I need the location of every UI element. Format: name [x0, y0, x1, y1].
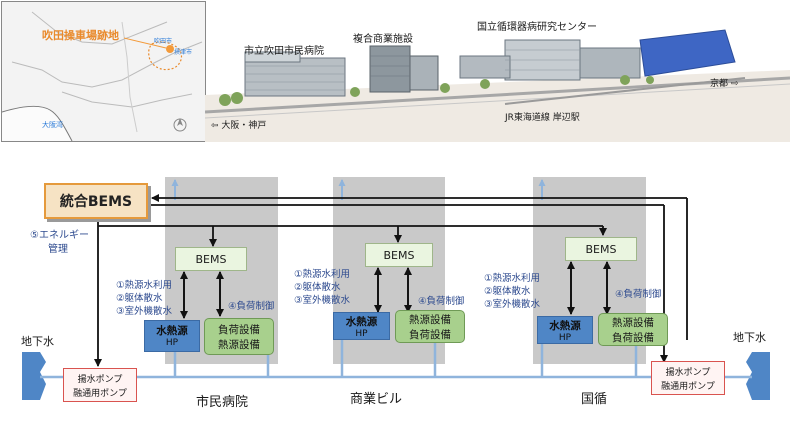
bems-box-commercial: BEMS	[365, 243, 433, 267]
bems-box-ncvc: BEMS	[565, 237, 637, 261]
pump-right-line-2: 融通用ポンプ	[661, 382, 715, 392]
illustration-commercial-label: 複合商業施設	[353, 34, 413, 45]
measure-1-ncvc: ①熱源水利用	[484, 273, 541, 284]
pump-right-line-1: 揚水ポンプ	[665, 368, 711, 378]
water-hp-hospital-line-2: HP	[165, 338, 179, 348]
bems-label-ncvc: BEMS	[585, 242, 617, 256]
equipment-commercial-line-1: 熱源設備	[409, 314, 451, 326]
equipment-hospital-line-2: 熱源設備	[218, 339, 260, 351]
measure-2-ncvc: ②躯体散水	[484, 286, 531, 297]
measure-2-hospital: ②躯体散水	[116, 293, 163, 304]
load-control-hospital: ④負荷制御	[228, 301, 275, 312]
load-control-commercial: ④負荷制御	[418, 296, 465, 307]
equipment-ncvc-line-1: 熱源設備	[612, 317, 654, 329]
pump-left-line-2: 融通用ポンプ	[73, 389, 127, 399]
measure-1-hospital: ①熱源水利用	[116, 280, 173, 291]
groundwater-well-right	[746, 352, 770, 400]
integrated-bems-box: 統合BEMS	[44, 183, 148, 219]
pump-right: 揚水ポンプ 融通用ポンプ	[651, 361, 725, 395]
illustration-drawing	[205, 29, 790, 142]
map-site-label: 吹田操車場跡地	[42, 29, 119, 42]
equipment-commercial-line-2: 負荷設備	[409, 329, 451, 341]
map-osaka-bay-label: 大阪湾	[42, 121, 63, 129]
illustration-to-kyoto: 京都 ⇨	[710, 79, 739, 89]
equipment-ncvc-line-2: 負荷設備	[612, 332, 654, 344]
measure-2-commercial: ②躯体散水	[294, 282, 341, 293]
groundwater-left-label: 地下水	[21, 335, 54, 348]
pump-left-line-1: 揚水ポンプ	[77, 375, 123, 385]
building-name-ncvc: 国循	[581, 392, 608, 407]
equipment-hospital: 負荷設備 熱源設備	[204, 318, 274, 355]
measure-3-hospital: ③室外機散水	[116, 306, 173, 317]
map-drawing	[2, 2, 205, 141]
site-illustration: 市立吹田市民病院 複合商業施設 国立循環器病研究センター ⇦ 大阪・神戸 京都 …	[205, 0, 790, 142]
building-name-hospital: 市民病院	[196, 395, 249, 410]
equipment-ncvc: 熱源設備 負荷設備	[598, 313, 668, 346]
building-name-commercial: 商業ビル	[350, 392, 403, 407]
water-hp-ncvc: 水熱源 HP	[537, 316, 593, 344]
load-control-ncvc: ④負荷制御	[615, 289, 662, 300]
map-settsu-label: 摂津市	[174, 49, 193, 56]
groundwater-right-label: 地下水	[733, 331, 766, 344]
energy-mgmt-label-1: ⑤エネルギー	[30, 230, 89, 241]
measure-3-commercial: ③室外機散水	[294, 295, 351, 306]
pump-left: 揚水ポンプ 融通用ポンプ	[63, 368, 137, 402]
illustration-to-osaka: ⇦ 大阪・神戸	[211, 121, 267, 131]
energy-mgmt-label-2: 管理	[48, 244, 68, 255]
water-hp-hospital: 水熱源 HP	[144, 320, 200, 352]
bems-box-hospital: BEMS	[175, 247, 247, 271]
illustration-station-label: JR東海道線 岸辺駅	[505, 113, 580, 123]
illustration-ncvc-label: 国立循環器病研究センター	[477, 22, 597, 33]
equipment-commercial: 熱源設備 負荷設備	[395, 310, 465, 343]
water-hp-ncvc-line-2: HP	[558, 333, 572, 343]
water-hp-commercial: 水熱源 HP	[333, 312, 390, 340]
bems-label-commercial: BEMS	[383, 248, 415, 262]
water-hp-commercial-line-1: 水熱源	[345, 316, 378, 328]
measure-3-ncvc: ③室外機散水	[484, 299, 541, 310]
measure-1-commercial: ①熱源水利用	[294, 269, 351, 280]
illustration-hospital-label: 市立吹田市民病院	[244, 46, 324, 57]
water-hp-commercial-line-2: HP	[355, 329, 368, 339]
water-hp-ncvc-line-1: 水熱源	[549, 320, 581, 332]
water-hp-hospital-line-1: 水熱源	[156, 325, 188, 337]
equipment-hospital-line-1: 負荷設備	[218, 324, 260, 336]
map-suita-label: 吹田市	[154, 38, 173, 45]
integrated-bems-label: 統合BEMS	[59, 194, 133, 210]
groundwater-well-left	[22, 352, 46, 400]
location-map: 吹田操車場跡地 吹田市 摂津市 大阪湾	[1, 1, 206, 142]
bems-label-hospital: BEMS	[195, 252, 227, 266]
